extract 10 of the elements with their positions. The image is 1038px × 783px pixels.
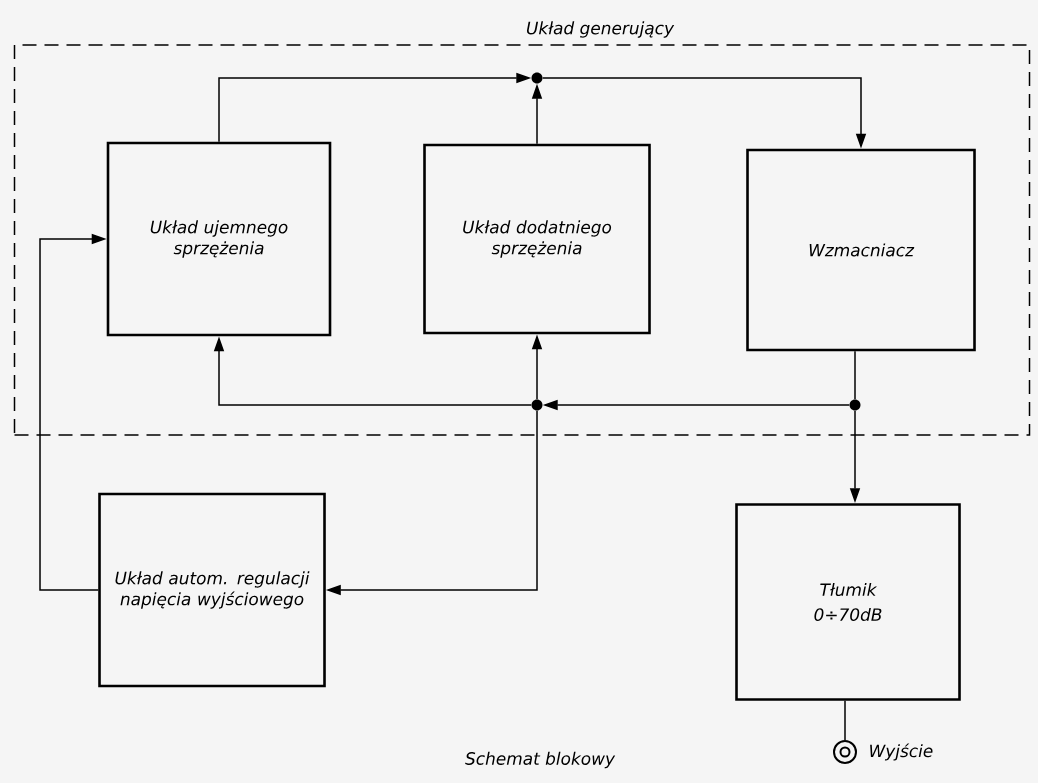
block-box: Tłumik 0÷70dB (735, 503, 961, 701)
output-jack: Wyjście (833, 740, 933, 764)
connector-line (854, 350, 856, 401)
block-box: Wzmacniacz (746, 148, 976, 352)
block-box: Układ dodatniego sprzężenia (423, 143, 651, 335)
caption: Schemat blokowy (465, 751, 616, 769)
block-box: Układ ujemnego sprzężenia (106, 141, 332, 337)
connector-line (844, 700, 846, 741)
node-label: Wyjście (870, 743, 933, 761)
block-box: Układ autom. regulacji napięcia wyjściowego (98, 492, 326, 688)
